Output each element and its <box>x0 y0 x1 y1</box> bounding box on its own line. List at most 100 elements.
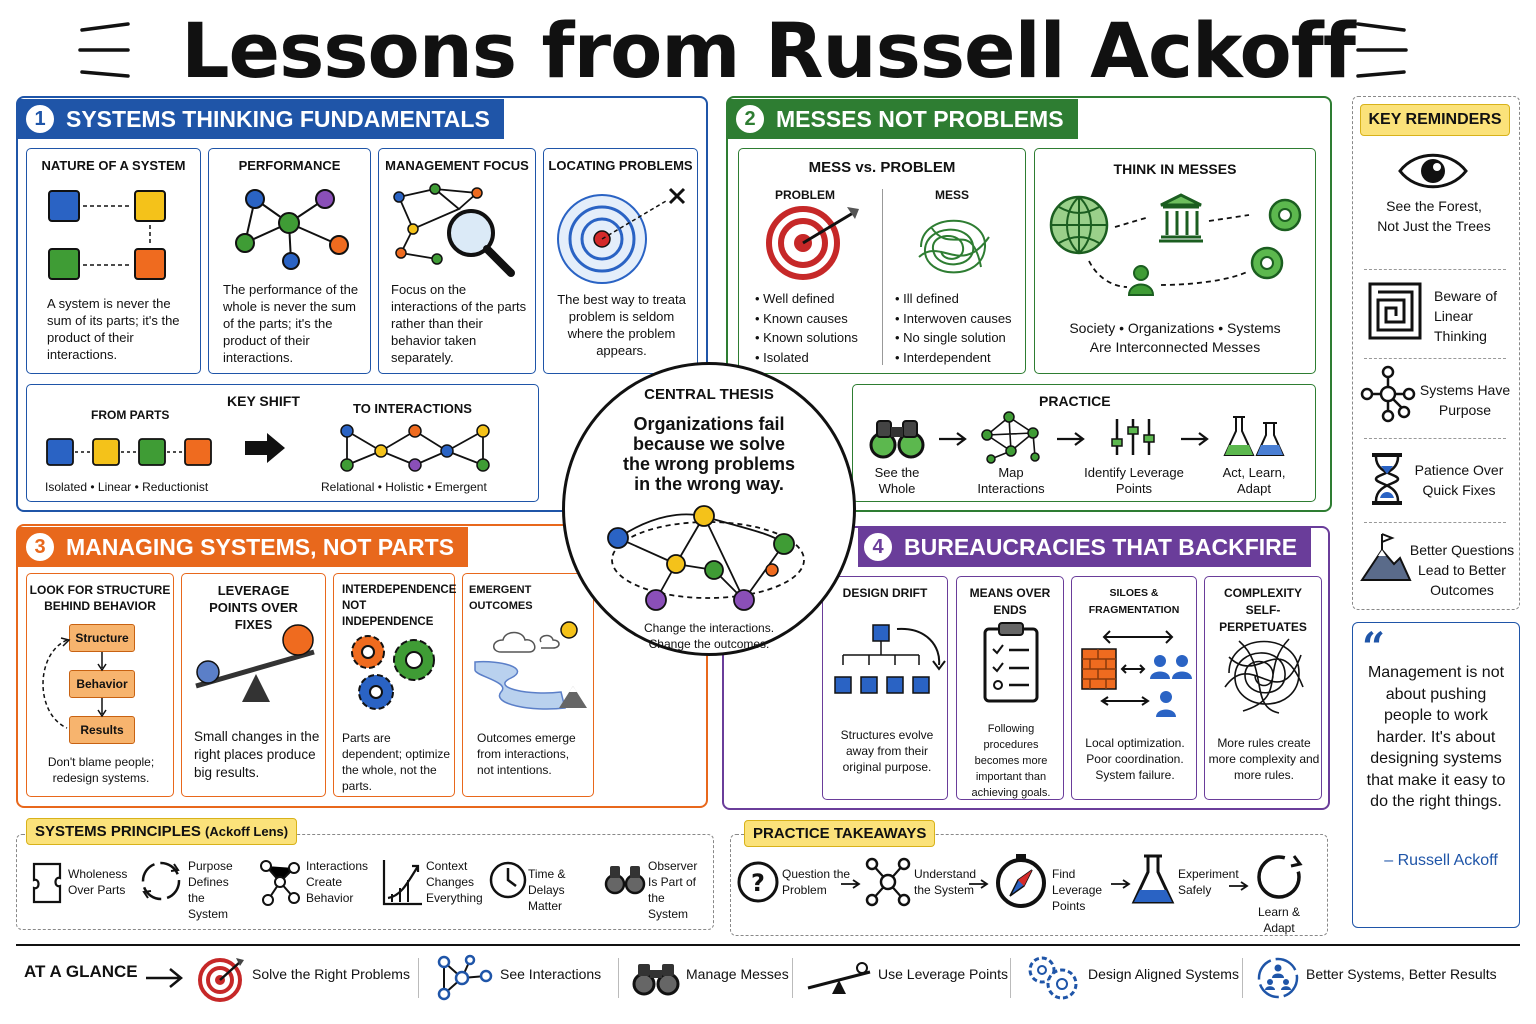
gears-icon <box>351 635 435 710</box>
practice-takeaways-box <box>730 834 1328 936</box>
section-2-header: 2 MESSES NOT PROBLEMS <box>728 99 1078 139</box>
systems-principles-heading: SYSTEMS PRINCIPLES (Ackoff Lens) <box>26 818 298 845</box>
central-thesis-line: because we solve <box>632 434 786 454</box>
section-4-number: 4 <box>862 531 894 563</box>
panel-heading: LOCATING PROBLEMS <box>548 158 693 173</box>
systems-principles-box <box>16 834 714 930</box>
svg-text:?: ? <box>751 869 765 897</box>
section-4-title: BUREAUCRACIES THAT BACKFIRE <box>904 533 1298 560</box>
problem-trait: • Isolated <box>755 349 809 365</box>
glance-item-label: Use Leverage Points <box>878 966 1008 982</box>
problem-label: PROBLEM <box>775 188 835 202</box>
principle-label: Time & Delays Matter <box>528 867 566 913</box>
step-arrow-icon <box>969 879 989 889</box>
panel-text: The best way to treata problem is seldom… <box>557 292 686 358</box>
panel-text: Structures evolve away from their origin… <box>840 728 934 774</box>
from-parts-label: FROM PARTS <box>91 408 170 422</box>
panel-means-over-ends: MEANS OVER ENDS Following procedures bec… <box>956 576 1064 800</box>
divider <box>1364 438 1506 439</box>
mess-trait: • No single solution <box>895 330 1006 345</box>
panel-heading: COMPLEXITY SELF-PERPETUATES <box>1219 586 1307 634</box>
divider <box>618 958 619 998</box>
key-reminders-heading: KEY REMINDERS <box>1360 104 1510 136</box>
leverage-sliders-icon <box>1111 419 1155 455</box>
systems-principles-title: SYSTEMS PRINCIPLES <box>35 823 201 840</box>
takeaway-label: Experiment Safely <box>1178 867 1239 897</box>
separate-puzzle-pieces-icon <box>46 438 212 466</box>
panel-nature-of-system: NATURE OF A SYSTEM A system is never the… <box>26 148 201 374</box>
panel-structure-behavior: LOOK FOR STRUCTURE BEHIND BEHAVIOR Struc… <box>26 573 174 797</box>
practice-step-label: See the Whole <box>874 465 920 496</box>
purpose-network-icon <box>1360 365 1416 423</box>
system-network-icon <box>865 857 911 907</box>
mess-label: MESS <box>935 188 970 202</box>
divider <box>1364 358 1506 359</box>
quote-box <box>1352 622 1520 928</box>
wholeness-puzzle-icon <box>32 862 62 904</box>
experiment-flask-icon <box>1131 854 1175 904</box>
mess-trait: • Ill defined <box>895 291 959 306</box>
panel-heading: MEANS OVER ENDS <box>969 586 1051 617</box>
silo-wall-icon <box>1081 630 1192 717</box>
panel-heading: PERFORMANCE <box>238 158 341 173</box>
interactions-network-icon <box>260 860 300 906</box>
practice-heading: PRACTICE <box>1039 393 1111 409</box>
purpose-cycle-icon <box>141 861 181 901</box>
step-arrow-icon <box>939 432 967 446</box>
at-a-glance-heading: AT A GLANCE <box>24 962 138 981</box>
glance-item-label: Design Aligned Systems <box>1088 966 1239 982</box>
panel-think-in-messes: THINK IN MESSES Society • Organizations … <box>1034 148 1316 374</box>
glance-item-label: Better Systems, Better Results <box>1306 966 1497 982</box>
divider <box>1242 958 1243 998</box>
panel-interdependence: INTERDEPENDENCE NOT INDEPENDENCE Parts a… <box>333 573 457 797</box>
mess-traits-list: • Ill defined • Interwoven causes • No s… <box>895 289 1025 367</box>
step-arrow-icon <box>841 879 861 889</box>
target-bullseye-icon <box>557 187 686 284</box>
panel-performance: PERFORMANCE The performance of the whole… <box>208 148 371 374</box>
hourglass-icon <box>1372 453 1402 505</box>
target-icon <box>198 958 244 1002</box>
panel-text: Parts are dependent; optimize the whole,… <box>342 731 451 793</box>
problem-trait: • Known causes <box>755 310 848 326</box>
glance-item-label: See Interactions <box>500 966 602 982</box>
panel-heading: SILOES & FRAGMENTATION <box>1088 587 1180 616</box>
mess-trait: • Interdependent <box>895 349 991 365</box>
panel-heading: EMERGENT OUTCOMES <box>469 584 533 612</box>
section-1-header: 1 SYSTEMS THINKING FUNDAMENTALS <box>18 99 504 139</box>
panel-heading: NATURE OF A SYSTEM <box>41 158 186 173</box>
binoculars-icon <box>869 420 925 459</box>
accent-lines-left-icon <box>78 22 130 78</box>
central-caption: Change the interactions. <box>643 621 775 635</box>
panel-emergent-outcomes: EMERGENT OUTCOMES Outcomes emerge from i… <box>462 573 594 797</box>
panel-heading: MANAGEMENT FOCUS <box>385 158 529 173</box>
problem-traits-list: • Well defined • Known causes • Known so… <box>755 289 880 367</box>
interactions-icon <box>437 954 493 1001</box>
takeaway-label: Find Leverage Points <box>1052 867 1103 913</box>
glance-item-label: Solve the Right Problems <box>252 966 410 982</box>
key-shift-heading: KEY SHIFT <box>227 393 300 409</box>
reminder-text: Better Questions Lead to Better Outcomes <box>1409 542 1515 598</box>
section-1-title: SYSTEMS THINKING FUNDAMENTALS <box>66 105 490 132</box>
section-2-title: MESSES NOT PROBLEMS <box>776 105 1064 132</box>
think-caption-1: Society • Organizations • Systems <box>1069 320 1281 336</box>
network-nodes-icon <box>235 189 349 270</box>
gears-icon <box>1028 956 1078 1000</box>
section-3-number: 3 <box>24 531 56 563</box>
panel-heading: INTERDEPENDENCE NOT INDEPENDENCE <box>342 584 457 628</box>
quote-text: Management is not about pushing people t… <box>1366 664 1506 810</box>
people-cycle-icon <box>1257 957 1299 999</box>
central-thesis-line: Organizations fail <box>633 414 785 434</box>
eye-icon <box>1398 153 1468 189</box>
divider <box>1364 269 1506 270</box>
seesaw-icon <box>807 962 871 994</box>
shift-arrow-icon <box>245 433 285 463</box>
binoculars-icon <box>632 964 680 996</box>
checklist-clipboard-icon <box>983 622 1039 703</box>
flow-behavior: Behavior <box>69 670 135 698</box>
divider <box>418 958 419 998</box>
clock-icon <box>489 861 527 899</box>
panel-text: Following procedures becomes more import… <box>971 723 1051 799</box>
think-in-messes-heading: THINK IN MESSES <box>1113 161 1237 177</box>
panel-heading: LEVERAGE POINTS OVER FIXES <box>209 583 298 632</box>
society-systems-icon <box>1049 193 1302 296</box>
